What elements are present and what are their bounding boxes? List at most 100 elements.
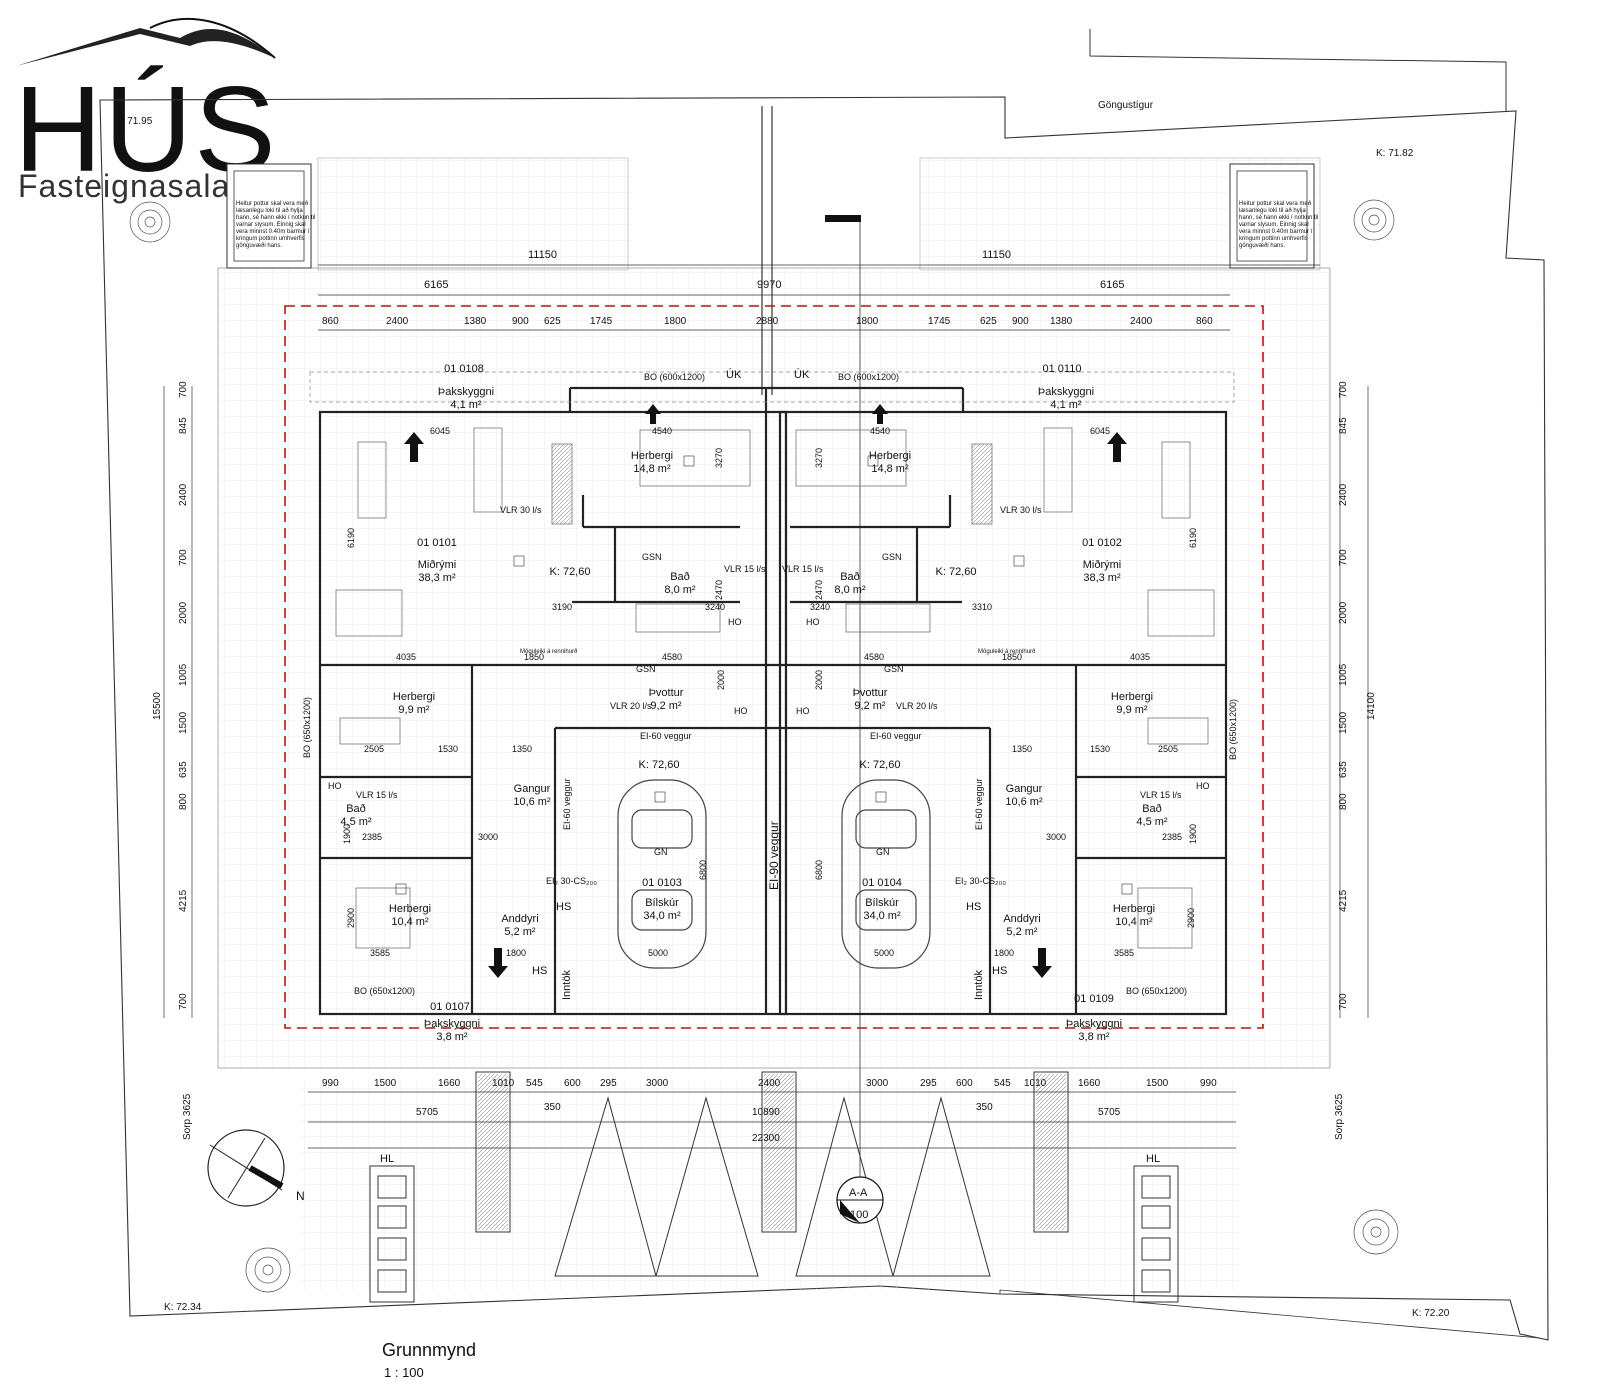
- hot-tub-note-left: Heitur pottur skal vera með: [236, 200, 309, 207]
- svg-text:VLR 15 l/s: VLR 15 l/s: [724, 564, 766, 574]
- svg-text:K: 72,60: K: 72,60: [936, 566, 977, 578]
- svg-text:K: 72,60: K: 72,60: [550, 566, 591, 578]
- dim-top1: 11150: [528, 249, 557, 261]
- svg-text:HS: HS: [992, 965, 1007, 977]
- svg-text:295: 295: [920, 1078, 937, 1089]
- svg-text:4,5 m²: 4,5 m²: [340, 816, 372, 828]
- dim-left-vertical: 700 845 2400 700 2000 1005 1500 635 800 …: [152, 381, 189, 1010]
- dim-interior: 6045 6045 4540 4540 3270 3270 6190 6190 …: [342, 426, 1198, 958]
- section-marker-icon: [836, 1176, 884, 1224]
- svg-text:10,4 m²: 10,4 m²: [1115, 916, 1153, 928]
- svg-text:22300: 22300: [752, 1133, 780, 1144]
- elevation-br: K: 72.20: [1412, 1308, 1450, 1319]
- svg-text:VLR 20 l/s: VLR 20 l/s: [896, 701, 938, 711]
- svg-text:2000: 2000: [178, 601, 189, 624]
- svg-text:Herbergi: Herbergi: [1113, 903, 1155, 915]
- svg-text:3190: 3190: [552, 602, 572, 612]
- path-label: Göngustígur: [1098, 100, 1154, 111]
- dim-row-3: 860 2400 1380 900 625 1745 1800 2880 180…: [322, 316, 1213, 327]
- svg-text:vera minnst 0.40m barmur í: vera minnst 0.40m barmur í: [1239, 229, 1313, 235]
- svg-text:HL: HL: [1146, 1153, 1160, 1165]
- dim-top1: 11150: [982, 249, 1011, 261]
- svg-text:5000: 5000: [648, 948, 668, 958]
- svg-text:10,4 m²: 10,4 m²: [391, 916, 429, 928]
- svg-text:600: 600: [564, 1078, 581, 1089]
- svg-text:Herbergi: Herbergi: [389, 903, 431, 915]
- svg-text:990: 990: [1200, 1078, 1217, 1089]
- svg-text:Gangur: Gangur: [514, 783, 551, 795]
- svg-text:3,8 m²: 3,8 m²: [1078, 1031, 1110, 1043]
- svg-text:9,9 m²: 9,9 m²: [398, 704, 430, 716]
- svg-text:6190: 6190: [346, 528, 356, 548]
- svg-text:GSN: GSN: [884, 664, 904, 674]
- svg-text:1745: 1745: [590, 316, 613, 327]
- svg-text:2505: 2505: [364, 744, 384, 754]
- svg-text:990: 990: [322, 1078, 339, 1089]
- svg-text:K: 72,60: K: 72,60: [639, 759, 680, 771]
- elevation-tr: K: 71.82: [1376, 148, 1414, 159]
- svg-text:BO (650x1200): BO (650x1200): [354, 986, 415, 996]
- svg-text:14,8 m²: 14,8 m²: [633, 463, 671, 475]
- svg-text:700: 700: [178, 993, 189, 1010]
- svg-text:2900: 2900: [346, 908, 356, 928]
- svg-text:1900: 1900: [1188, 824, 1198, 844]
- svg-text:38,3 m²: 38,3 m²: [418, 572, 456, 584]
- svg-text:4,5 m²: 4,5 m²: [1136, 816, 1168, 828]
- svg-text:9,9 m²: 9,9 m²: [1116, 704, 1148, 716]
- svg-text:1900: 1900: [342, 824, 352, 844]
- svg-text:5,2 m²: 5,2 m²: [1006, 926, 1038, 938]
- svg-text:01 0103: 01 0103: [642, 877, 682, 889]
- svg-text:01 0108: 01 0108: [444, 363, 484, 375]
- svg-text:01 0104: 01 0104: [862, 877, 902, 889]
- svg-text:4215: 4215: [1338, 889, 1349, 912]
- svg-text:Anddyri: Anddyri: [1003, 913, 1040, 925]
- svg-text:4215: 4215: [178, 889, 189, 912]
- svg-text:4035: 4035: [1130, 652, 1150, 662]
- svg-text:3585: 3585: [1114, 948, 1134, 958]
- svg-text:2385: 2385: [1162, 832, 1182, 842]
- svg-text:BO (600x1200): BO (600x1200): [838, 372, 899, 382]
- dimension-lines: [163, 264, 1369, 1149]
- svg-text:varnar slysum. Einnig skal: varnar slysum. Einnig skal: [1239, 222, 1309, 228]
- svg-text:Herbergi: Herbergi: [393, 691, 435, 703]
- svg-text:1850: 1850: [524, 652, 544, 662]
- center-wall-label: EI-90 veggur: [767, 821, 781, 890]
- svg-text:VLR 15 l/s: VLR 15 l/s: [1140, 790, 1182, 800]
- svg-text:2000: 2000: [1338, 601, 1349, 624]
- svg-text:14,8 m²: 14,8 m²: [871, 463, 909, 475]
- svg-text:700: 700: [1338, 381, 1349, 398]
- svg-text:6800: 6800: [698, 860, 708, 880]
- svg-text:1850: 1850: [1002, 652, 1022, 662]
- svg-text:gönguvæði hans.: gönguvæði hans.: [236, 242, 282, 249]
- svg-text:38,3 m²: 38,3 m²: [1083, 572, 1121, 584]
- svg-text:1350: 1350: [512, 744, 532, 754]
- svg-text:Bílskúr: Bílskúr: [865, 897, 899, 909]
- svg-text:EI-60 veggur: EI-60 veggur: [640, 731, 692, 741]
- svg-text:GSN: GSN: [636, 664, 656, 674]
- svg-text:hann, sé hann ekki í notkun ti: hann, sé hann ekki í notkun til: [236, 215, 315, 221]
- svg-text:2385: 2385: [362, 832, 382, 842]
- svg-text:01 0107: 01 0107: [430, 1001, 470, 1013]
- svg-text:3000: 3000: [1046, 832, 1066, 842]
- svg-text:800: 800: [1338, 793, 1349, 810]
- svg-text:600: 600: [956, 1078, 973, 1089]
- hot-tub-right: Heitur pottur skal vera með læsanlegu lo…: [1229, 163, 1318, 269]
- svg-text:GSN: GSN: [882, 552, 902, 562]
- svg-text:2400: 2400: [386, 316, 409, 327]
- sorp-right: Sorp 3625: [1334, 1093, 1345, 1140]
- svg-text:34,0 m²: 34,0 m²: [863, 910, 901, 922]
- car-icon: [617, 779, 931, 969]
- svg-text:01 0109: 01 0109: [1074, 993, 1114, 1005]
- svg-text:3000: 3000: [646, 1078, 669, 1089]
- logo-roof-icon: [16, 28, 275, 66]
- svg-text:350: 350: [976, 1102, 993, 1113]
- svg-text:01 0102: 01 0102: [1082, 537, 1122, 549]
- svg-text:vera minnst 0.40m barmur í: vera minnst 0.40m barmur í: [236, 229, 310, 235]
- svg-text:700: 700: [178, 381, 189, 398]
- svg-text:1530: 1530: [438, 744, 458, 754]
- svg-text:Gangur: Gangur: [1006, 783, 1043, 795]
- svg-text:Inntök: Inntök: [973, 970, 985, 1000]
- svg-text:HO: HO: [806, 617, 820, 627]
- svg-text:4,1 m²: 4,1 m²: [450, 399, 482, 411]
